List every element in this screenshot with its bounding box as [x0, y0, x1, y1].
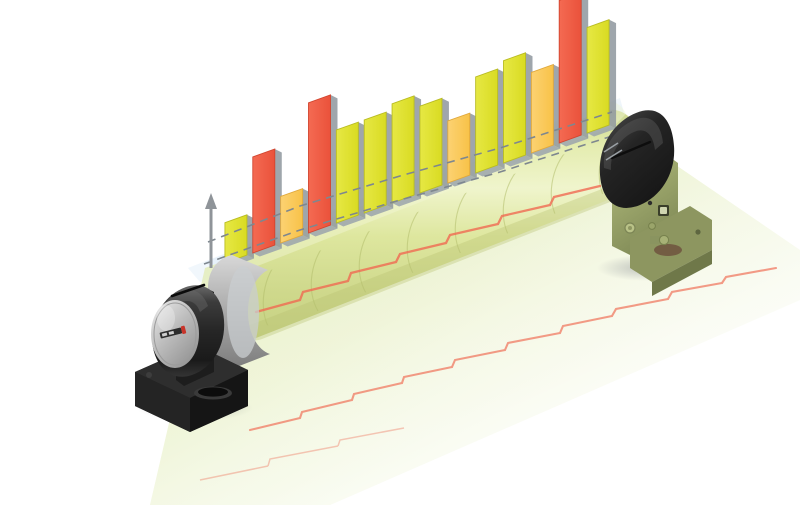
bar-pedestal [447, 175, 477, 187]
bar-side [358, 122, 366, 219]
chart-bar [280, 187, 310, 247]
receiver-base-slot [654, 244, 682, 256]
bar-side [581, 0, 589, 139]
bar-face [558, 0, 582, 144]
bar-side [609, 19, 617, 129]
bar-side [302, 188, 310, 239]
chart-bar [558, 0, 589, 147]
chart-bar [419, 97, 449, 197]
bar-side [469, 113, 477, 179]
bar-pedestal [503, 155, 533, 167]
bar-side [553, 64, 561, 149]
bar-face [419, 97, 443, 194]
bar-face [447, 112, 471, 184]
bar-face [475, 68, 499, 174]
upper-tolerance-line [207, 111, 613, 243]
chart-bar [586, 19, 617, 137]
bar-face [335, 121, 359, 224]
bar-side [386, 112, 394, 209]
bar-face [280, 187, 304, 244]
bar-side [414, 95, 422, 199]
bar-face [530, 63, 554, 154]
bar-face [586, 19, 610, 134]
chart-bar [391, 95, 422, 207]
bar-side [274, 148, 282, 249]
bar-pedestal [364, 205, 394, 217]
emitter-base-hole [146, 372, 152, 378]
bar-face [391, 95, 415, 204]
status-led [647, 200, 653, 206]
value-axis-arrow [205, 193, 217, 268]
receiver-base [630, 206, 712, 282]
bar-side [330, 94, 338, 229]
bar-chart [224, 0, 617, 267]
bar-pedestal [280, 235, 310, 247]
receiver-slot [610, 140, 652, 160]
bar-face [252, 148, 276, 254]
bar-pedestal [392, 195, 422, 207]
bar-side [525, 52, 533, 159]
receiver-head [597, 110, 712, 296]
chart-bar [308, 94, 338, 237]
bar-side [441, 98, 449, 189]
emitter-top-slot [170, 283, 206, 298]
chart-bar [252, 148, 282, 257]
receiver-wire-marks [603, 142, 623, 161]
tolerance-lines [203, 111, 613, 265]
bar-pedestal [587, 125, 617, 137]
bar-face [503, 52, 526, 164]
laser-streak-group [248, 266, 778, 432]
emitter-head [135, 255, 270, 432]
bar-pedestal [559, 135, 589, 147]
bar-pedestal [475, 165, 505, 177]
bar-face [308, 94, 331, 234]
brand-logo [159, 325, 187, 339]
receiver-hood [599, 110, 675, 208]
bar-pedestal [252, 245, 282, 257]
chart-bar [447, 112, 477, 187]
chart-bar [335, 121, 366, 227]
bar-face [363, 111, 387, 214]
bar-side [497, 68, 505, 169]
chart-bar [503, 52, 533, 167]
chart-bar [475, 68, 505, 177]
chart-bar [530, 63, 561, 157]
bar-pedestal [336, 215, 366, 227]
bar-pedestal [308, 225, 338, 237]
bar-pedestal [531, 145, 561, 157]
chart-bar [363, 111, 394, 217]
bar-face [224, 214, 248, 264]
